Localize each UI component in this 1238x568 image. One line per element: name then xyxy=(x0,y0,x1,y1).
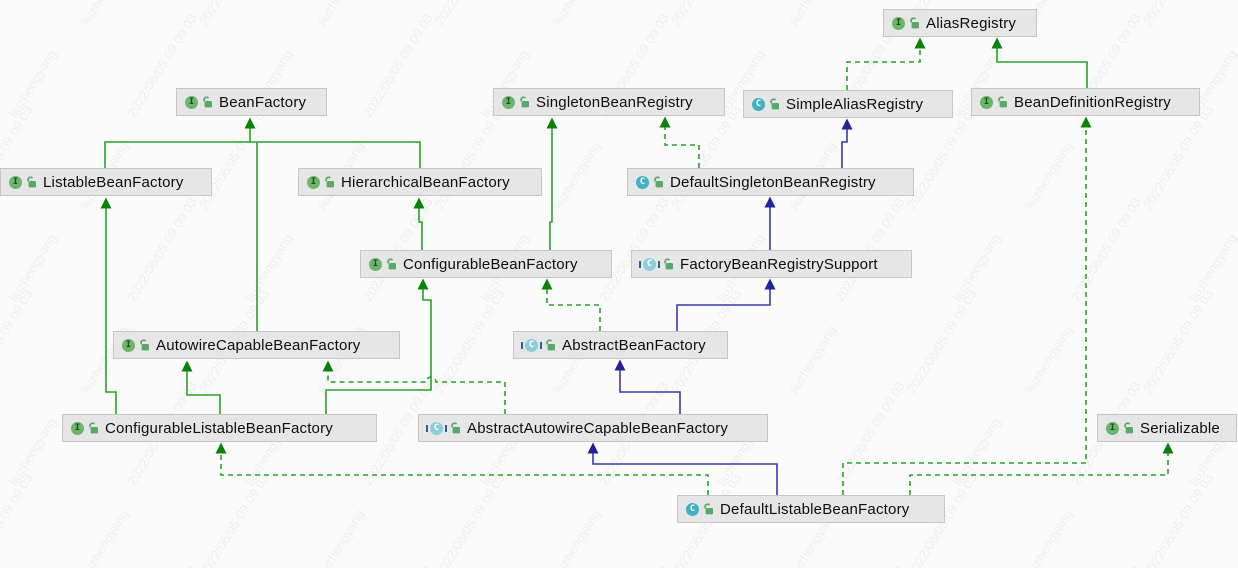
node-label: ConfigurableBeanFactory xyxy=(403,255,578,273)
edge-AbstractAutowireCapableBeanFactory-implements-AutowireCapableBeanFactory xyxy=(322,360,506,414)
node-default-singleton-bean-registry[interactable]: C DefaultSingletonBeanRegistry xyxy=(627,168,914,196)
node-label: DefaultSingletonBeanRegistry xyxy=(670,173,876,191)
edge-ConfigurableBeanFactory-extends-HierarchicalBeanFactory xyxy=(413,197,425,250)
public-lock-icon xyxy=(88,422,99,434)
public-lock-icon xyxy=(26,176,37,188)
node-label: ConfigurableListableBeanFactory xyxy=(105,419,333,437)
edge-DefaultListableBeanFactory-extends-AbstractAutowireCapableBeanFactory xyxy=(587,442,778,495)
edge-DefaultListableBeanFactory-implements-ConfigurableListableBeanFactory xyxy=(215,442,709,495)
interface-icon: I xyxy=(369,257,382,271)
public-lock-icon xyxy=(545,339,556,351)
public-lock-icon xyxy=(519,96,530,108)
edge-ConfigurableListableBeanFactory-extends-ListableBeanFactory xyxy=(100,197,117,414)
node-configurable-bean-factory[interactable]: I ConfigurableBeanFactory xyxy=(360,250,612,278)
interface-icon: I xyxy=(502,95,515,109)
public-lock-icon xyxy=(1123,422,1134,434)
public-lock-icon xyxy=(202,96,213,108)
interface-icon: I xyxy=(122,338,135,352)
node-hierarchical-bean-factory[interactable]: I HierarchicalBeanFactory xyxy=(298,168,542,196)
public-lock-icon xyxy=(703,503,714,515)
node-abstract-bean-factory[interactable]: C AbstractBeanFactory xyxy=(513,331,728,359)
public-lock-icon xyxy=(139,339,150,351)
node-label: DefaultListableBeanFactory xyxy=(720,500,910,518)
node-label: AbstractBeanFactory xyxy=(562,336,706,354)
public-lock-icon xyxy=(450,422,461,434)
edge-DefaultListableBeanFactory-implements-BeanDefinitionRegistry xyxy=(842,116,1092,495)
public-lock-icon xyxy=(997,96,1008,108)
class-icon: C xyxy=(752,97,765,111)
abstract-class-icon: C xyxy=(639,257,660,271)
node-label: AutowireCapableBeanFactory xyxy=(156,336,361,354)
edge-beanfactory-branch xyxy=(104,141,421,168)
public-lock-icon xyxy=(386,258,397,270)
edge-SimpleAliasRegistry-implements-AliasRegistry xyxy=(846,37,926,90)
node-label: Serializable xyxy=(1140,419,1220,437)
node-listable-bean-factory[interactable]: I ListableBeanFactory xyxy=(0,168,212,196)
node-label: ListableBeanFactory xyxy=(43,173,184,191)
edge-BeanDefinitionRegistry-extends-AliasRegistry xyxy=(991,37,1088,88)
node-singleton-bean-registry[interactable]: I SingletonBeanRegistry xyxy=(493,88,725,116)
edge-AbstractBeanFactory-extends-FactoryBeanRegistrySupport xyxy=(676,278,776,331)
node-default-listable-bean-factory[interactable]: C DefaultListableBeanFactory xyxy=(677,495,945,523)
public-lock-icon xyxy=(653,176,664,188)
edge-DefaultListableBeanFactory-implements-Serializable xyxy=(909,442,1174,495)
interface-icon: I xyxy=(1106,421,1119,435)
node-bean-definition-registry[interactable]: I BeanDefinitionRegistry xyxy=(971,88,1200,116)
node-configurable-listable-bean-factory[interactable]: I ConfigurableListableBeanFactory xyxy=(62,414,377,442)
edge-AbstractBeanFactory-implements-ConfigurableBeanFactory xyxy=(541,278,601,331)
node-simple-alias-registry[interactable]: C SimpleAliasRegistry xyxy=(743,90,953,118)
interface-icon: I xyxy=(71,421,84,435)
interface-icon: I xyxy=(307,175,320,189)
node-label: AliasRegistry xyxy=(926,14,1017,32)
interface-icon: I xyxy=(9,175,22,189)
node-factory-bean-registry-support[interactable]: C FactoryBeanRegistrySupport xyxy=(631,250,912,278)
edge-ConfigurableBeanFactory-extends-SingletonBeanRegistry xyxy=(546,117,558,250)
public-lock-icon xyxy=(769,98,780,110)
node-label: BeanDefinitionRegistry xyxy=(1014,93,1171,111)
node-label: FactoryBeanRegistrySupport xyxy=(680,255,878,273)
node-serializable[interactable]: I Serializable xyxy=(1097,414,1237,442)
node-alias-registry[interactable]: I AliasRegistry xyxy=(883,9,1037,37)
public-lock-icon xyxy=(663,258,674,270)
public-lock-icon xyxy=(909,17,920,29)
node-label: SingletonBeanRegistry xyxy=(536,93,693,111)
interface-icon: I xyxy=(185,95,198,109)
abstract-class-icon: C xyxy=(426,421,447,435)
node-label: BeanFactory xyxy=(219,93,307,111)
interface-icon: I xyxy=(892,16,905,30)
edge-ConfigurableListableBeanFactory-extends-AutowireCapableBeanFactory xyxy=(181,360,221,414)
class-icon: C xyxy=(636,175,649,189)
node-label: SimpleAliasRegistry xyxy=(786,95,924,113)
public-lock-icon xyxy=(324,176,335,188)
class-icon: C xyxy=(686,502,699,516)
node-label: HierarchicalBeanFactory xyxy=(341,173,510,191)
abstract-class-icon: C xyxy=(521,338,542,352)
edge-DefaultSingletonBeanRegistry-implements-SingletonBeanRegistry xyxy=(659,116,700,168)
edge-ConfigurableListableBeanFactory-extends-ConfigurableBeanFactory xyxy=(325,278,432,414)
node-label: AbstractAutowireCapableBeanFactory xyxy=(467,419,729,437)
node-autowire-capable-bean-factory[interactable]: I AutowireCapableBeanFactory xyxy=(113,331,400,359)
node-abstract-autowire-capable-bean-factory[interactable]: C AbstractAutowireCapableBeanFactory xyxy=(418,414,768,442)
edge-DefaultSingletonBeanRegistry-extends-SimpleAliasRegistry xyxy=(841,118,853,168)
interface-icon: I xyxy=(980,95,993,109)
node-bean-factory[interactable]: I BeanFactory xyxy=(176,88,327,116)
edge-AbstractAutowireCapableBeanFactory-extends-AbstractBeanFactory xyxy=(614,359,681,414)
